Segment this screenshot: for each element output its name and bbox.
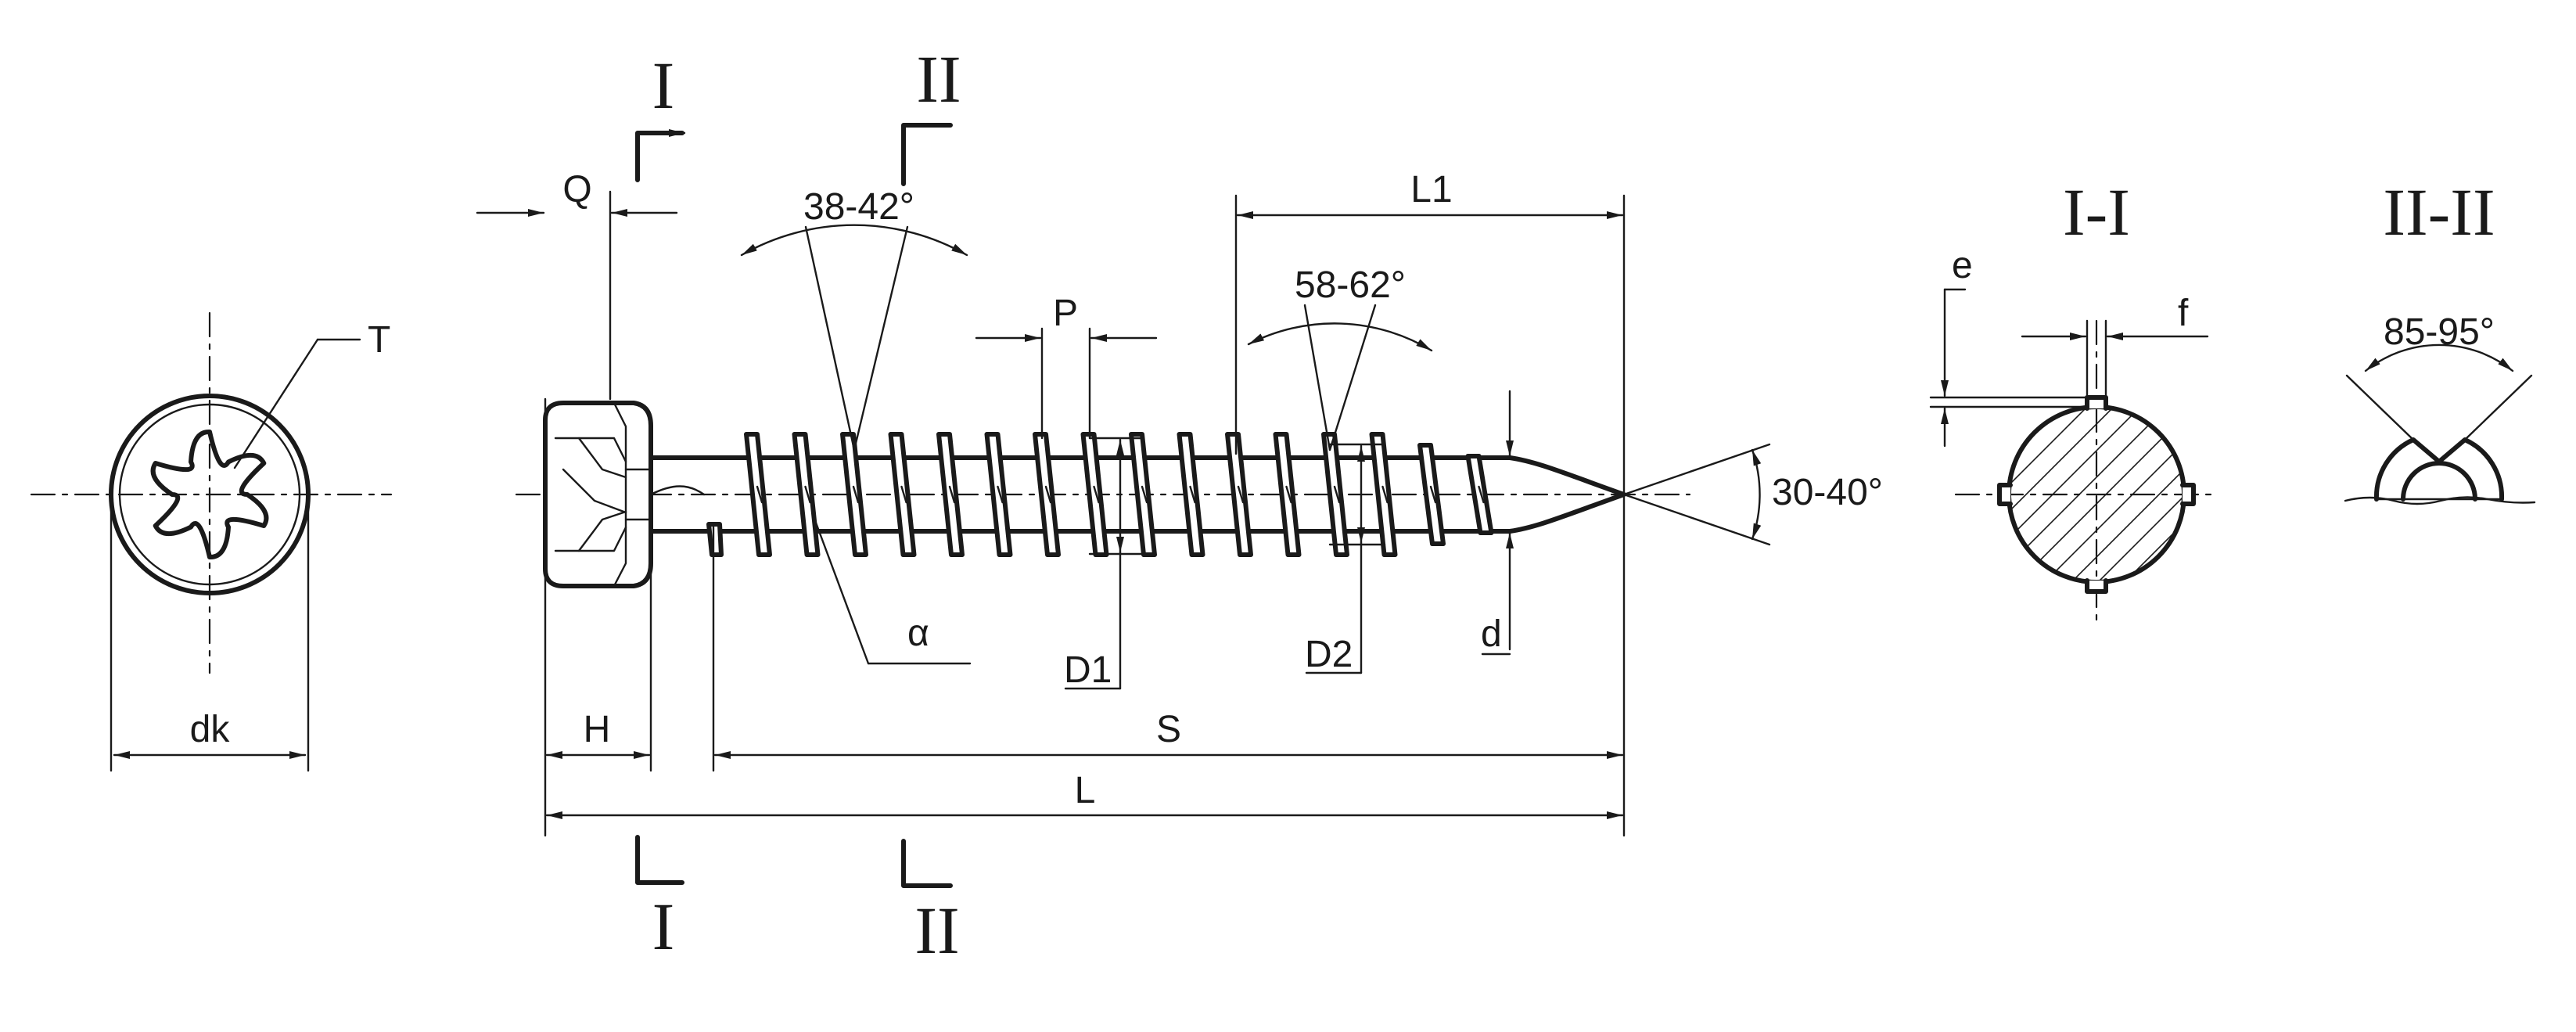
hatch-line — [2102, 407, 2184, 582]
thread-crest-mark — [1285, 485, 1292, 504]
thread-flight — [1465, 454, 1494, 535]
d-label: d — [1481, 613, 1502, 655]
section-II-groove — [2373, 437, 2505, 502]
L-label: L — [1075, 770, 1096, 811]
section-I-I: I-I e f — [1929, 174, 2215, 627]
groove-angle-label: 85-95° — [2384, 311, 2495, 353]
alpha-label: α — [907, 613, 929, 654]
thread-flight — [1417, 443, 1446, 546]
thread-crest-mark — [1237, 485, 1245, 504]
thread-crest-mark — [1381, 485, 1389, 504]
head-outer-circle — [109, 394, 311, 595]
thread-crest-mark — [1093, 485, 1100, 504]
thread-flight — [936, 432, 965, 557]
head-end-view: T dk — [30, 311, 393, 772]
thread-crest-mark — [1478, 485, 1485, 504]
hatch-line — [2009, 407, 2110, 582]
thread-runout — [706, 522, 724, 557]
D2-label: D2 — [1305, 634, 1353, 675]
cut-I-bottom-label: I — [652, 889, 675, 964]
L1-label: L1 — [1410, 169, 1452, 210]
e-label: e — [1952, 245, 1973, 286]
thread-flight — [888, 432, 917, 557]
thread-crest-mark — [948, 485, 956, 504]
thread-tip-angle-label: 58-62° — [1295, 264, 1406, 306]
thread-flight — [984, 432, 1013, 557]
torx-recess-icon — [150, 430, 269, 559]
thread-flight — [1273, 432, 1302, 557]
cut-plane-II-bottom — [901, 839, 953, 888]
thread-flight — [1369, 432, 1398, 557]
T-label: T — [368, 319, 390, 361]
thread-crest-mark — [1141, 485, 1148, 504]
thread-flight — [1225, 432, 1253, 557]
thread-flight — [1321, 432, 1349, 557]
f-label: f — [2178, 293, 2189, 334]
H-label: H — [584, 709, 611, 750]
thread-crest-mark — [804, 485, 811, 504]
section-II-II: II-II 85-95° — [2344, 174, 2536, 505]
thread-tip-angle-arc — [1247, 322, 1433, 352]
thread-crest-mark — [1429, 485, 1437, 504]
cut-II-bottom-label: II — [914, 893, 959, 968]
D1-label: D1 — [1064, 649, 1112, 691]
thread-flight — [840, 432, 868, 557]
thread-angle-arc — [740, 224, 968, 257]
Q-label: Q — [562, 169, 591, 210]
S-label: S — [1156, 709, 1181, 750]
cut-I-top-label: I — [652, 48, 675, 123]
thread-flights — [706, 432, 1494, 557]
thread-angle-label: 38-42° — [803, 186, 914, 228]
thread-crest-mark — [756, 485, 763, 504]
thread-crest-mark — [852, 485, 860, 504]
thread-crest-mark — [997, 485, 1004, 504]
cut-plane-I-top — [635, 131, 684, 182]
thread-flight — [1129, 432, 1157, 557]
section-II-surface-line — [2344, 496, 2536, 505]
cut-plane-I-bottom — [635, 835, 684, 885]
hatch-line — [2075, 407, 2184, 582]
section-I-I-title: I-I — [2063, 174, 2130, 250]
hatch-line — [2009, 407, 2136, 582]
thread-flight — [744, 432, 772, 557]
thread-crest-mark — [1189, 485, 1196, 504]
dk-label: dk — [190, 709, 231, 750]
thread-crest-mark — [1044, 485, 1052, 504]
section-II-II-title: II-II — [2383, 174, 2495, 250]
thread-flight — [1177, 432, 1205, 557]
screw-side-view: Q H S L L1 P 38-42° 58-62° — [476, 41, 1883, 968]
thread-flight — [792, 432, 821, 557]
cut-II-top-label: II — [916, 41, 961, 117]
hatch-line — [2049, 407, 2184, 582]
thread-crest-mark — [900, 485, 907, 504]
thread-crest-mark — [1333, 485, 1341, 504]
hatch-line — [2182, 407, 2184, 582]
T-leader-line — [233, 338, 319, 469]
P-label: P — [1053, 293, 1078, 334]
groove-angle-arc — [2364, 343, 2514, 372]
screw-head — [543, 401, 653, 588]
cut-plane-II-top — [901, 123, 953, 186]
hatch-line — [2009, 407, 2163, 582]
point-angle-label: 30-40° — [1772, 472, 1883, 513]
point-angle-arc — [1751, 448, 1762, 541]
hatch-line — [2022, 407, 2184, 582]
head-inner-circle — [118, 403, 301, 586]
